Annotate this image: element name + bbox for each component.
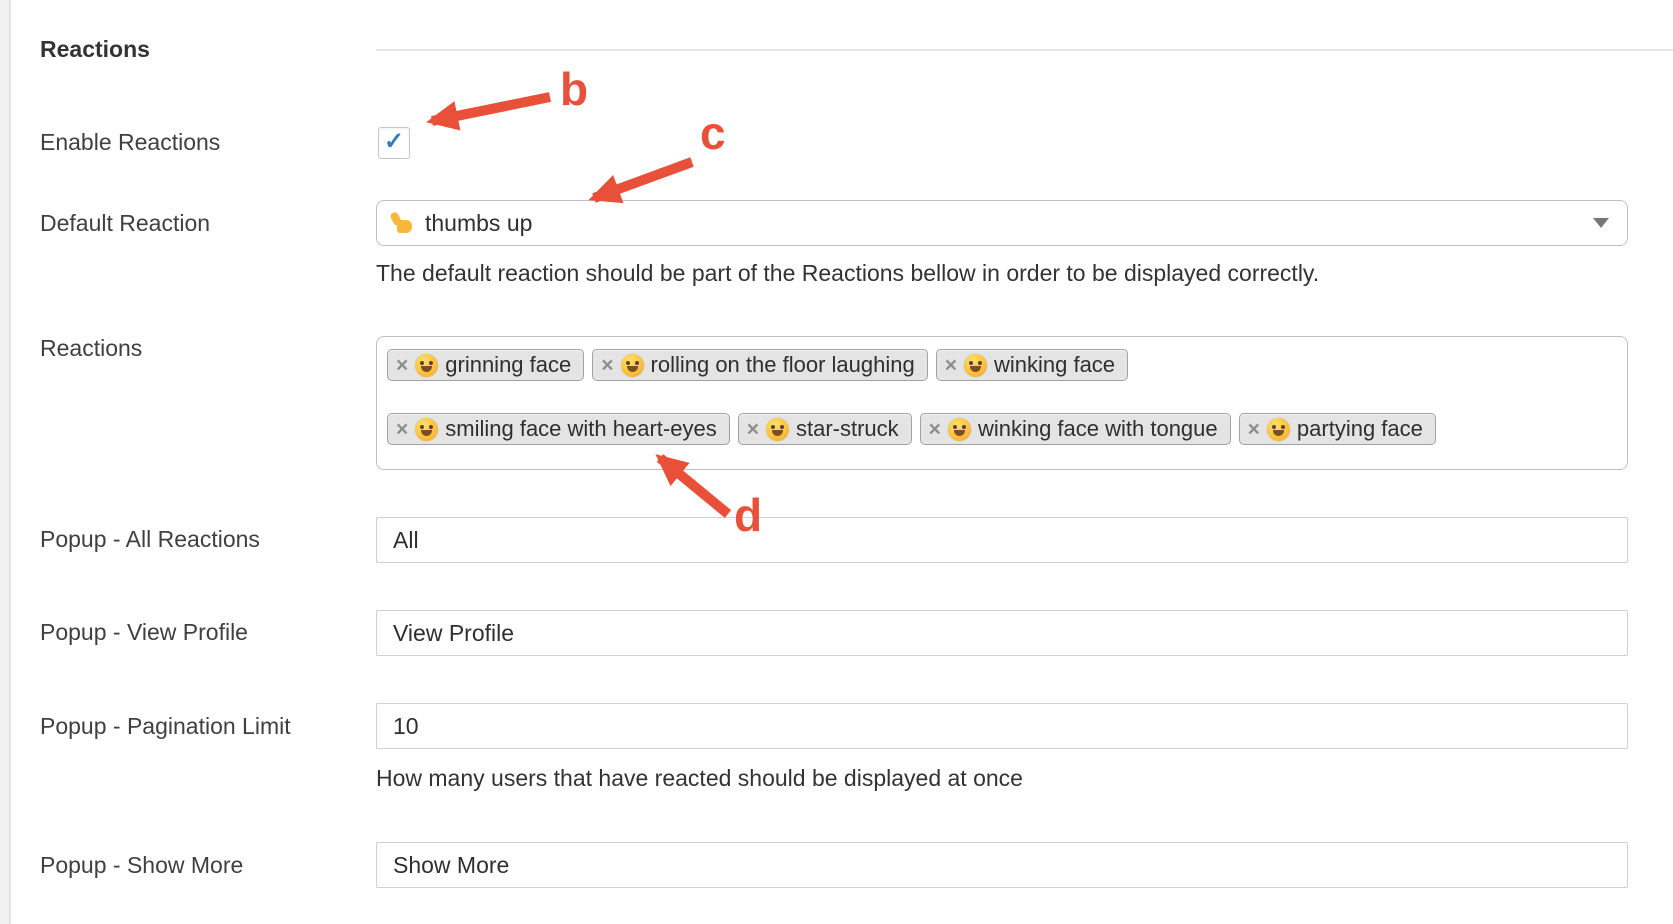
checkmark-icon: ✓: [383, 128, 405, 155]
section-heading: Reactions: [40, 36, 150, 62]
popup-show-more-input[interactable]: Show More: [376, 842, 1628, 888]
reaction-tag-label: winking face: [993, 352, 1116, 377]
grinning-face-emoji-icon: [415, 353, 439, 377]
annotation-label-b: b: [560, 63, 589, 115]
star-struck-emoji-icon: [765, 417, 789, 441]
popup-pagination-limit-help: How many users that have reacted should …: [376, 765, 1023, 791]
reaction-tag: × smiling face with heart-eyes: [387, 413, 730, 445]
popup-view-profile-value: View Profile: [393, 619, 515, 646]
popup-pagination-limit-label: Popup - Pagination Limit: [40, 713, 291, 739]
annotation-label-c: c: [700, 107, 726, 159]
thumbs-up-emoji-icon: [391, 211, 415, 235]
reaction-tag: × grinning face: [387, 349, 585, 381]
winking-tongue-emoji-icon: [947, 417, 971, 441]
popup-view-profile-input[interactable]: View Profile: [376, 610, 1628, 656]
section-divider: [376, 49, 1673, 51]
popup-pagination-limit-value: 10: [393, 712, 419, 739]
left-gutter: [0, 0, 11, 924]
popup-show-more-value: Show More: [393, 851, 510, 878]
remove-tag-icon[interactable]: ×: [396, 417, 409, 441]
remove-tag-icon[interactable]: ×: [396, 353, 409, 377]
popup-pagination-limit-input[interactable]: 10: [376, 703, 1628, 749]
reaction-tag-label: grinning face: [445, 352, 572, 377]
chevron-down-icon: [1593, 218, 1609, 228]
popup-all-reactions-value: All: [393, 526, 419, 553]
rofl-emoji-icon: [620, 353, 644, 377]
reactions-multiselect[interactable]: × grinning face × rolling on the floor l…: [376, 336, 1628, 470]
partying-face-emoji-icon: [1266, 417, 1290, 441]
default-reaction-label: Default Reaction: [40, 210, 211, 236]
heart-eyes-emoji-icon: [415, 417, 439, 441]
arrow-b-line: [426, 92, 551, 131]
remove-tag-icon[interactable]: ×: [601, 353, 614, 377]
remove-tag-icon[interactable]: ×: [746, 417, 759, 441]
reaction-tag: × rolling on the floor laughing: [592, 349, 928, 381]
popup-all-reactions-label: Popup - All Reactions: [40, 526, 260, 552]
enable-reactions-label: Enable Reactions: [40, 129, 221, 155]
reaction-tag: × partying face: [1238, 413, 1436, 445]
enable-reactions-checkbox[interactable]: ✓: [378, 127, 410, 159]
popup-view-profile-label: Popup - View Profile: [40, 619, 248, 645]
arrow-c-line: [588, 157, 694, 204]
reaction-tag: × winking face: [935, 349, 1129, 381]
reaction-tag-label: winking face with tongue: [977, 416, 1218, 441]
reaction-tag: × star-struck: [737, 413, 912, 445]
reaction-tag-label: partying face: [1296, 416, 1423, 441]
default-reaction-help: The default reaction should be part of t…: [376, 260, 1320, 286]
default-reaction-value: thumbs up: [425, 209, 533, 236]
remove-tag-icon[interactable]: ×: [1247, 417, 1260, 441]
winking-face-emoji-icon: [963, 353, 987, 377]
reaction-tag-label: smiling face with heart-eyes: [445, 416, 717, 441]
default-reaction-select[interactable]: thumbs up: [376, 200, 1628, 246]
remove-tag-icon[interactable]: ×: [928, 417, 941, 441]
remove-tag-icon[interactable]: ×: [944, 353, 957, 377]
reaction-tag-label: star-struck: [795, 416, 899, 441]
popup-show-more-label: Popup - Show More: [40, 852, 244, 878]
reactions-label: Reactions: [40, 335, 143, 361]
reaction-tag: × winking face with tongue: [919, 413, 1231, 445]
reaction-tag-label: rolling on the floor laughing: [650, 352, 915, 377]
popup-all-reactions-input[interactable]: All: [376, 517, 1628, 563]
